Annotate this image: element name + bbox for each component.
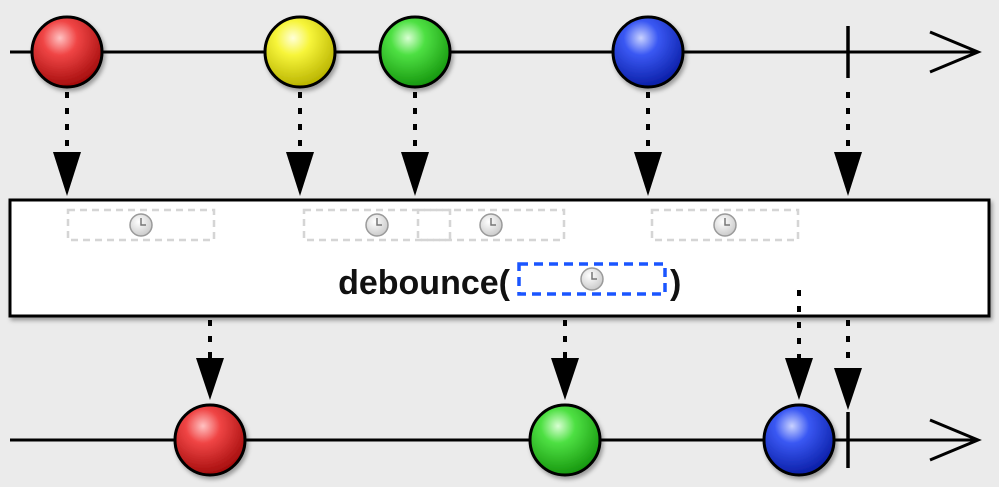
output-timeline-arrowhead <box>929 418 982 462</box>
input-arrow-completion <box>834 92 862 196</box>
input-arrow-red <box>53 92 81 196</box>
output-marble-blue <box>762 403 836 477</box>
clock-icon <box>479 213 503 237</box>
output-arrow-completion <box>834 320 862 410</box>
output-arrows <box>196 290 862 410</box>
operator-argument <box>517 262 667 296</box>
debounce-window-1 <box>66 208 216 242</box>
output-arrow-blue <box>785 290 813 400</box>
clock-icon <box>713 213 737 237</box>
input-timeline <box>10 15 982 89</box>
input-arrow-blue <box>634 92 662 196</box>
clock-icon <box>129 213 153 237</box>
output-marble-red <box>173 403 247 477</box>
output-marble-green <box>528 403 602 477</box>
debounce-window-3 <box>416 208 566 242</box>
operator-close-paren: ) <box>670 264 681 302</box>
operator-name: debounce( <box>338 264 511 302</box>
input-arrow-green <box>401 92 429 196</box>
input-marble-green <box>378 15 452 89</box>
input-arrows <box>53 92 862 196</box>
clock-icon <box>365 213 389 237</box>
input-timeline-arrowhead <box>929 30 982 74</box>
debounce-window-4 <box>650 208 800 242</box>
output-timeline <box>10 403 982 477</box>
input-marble-blue <box>611 15 685 89</box>
output-arrow-red <box>196 320 224 400</box>
input-marble-red <box>30 15 104 89</box>
debounce-window-2 <box>302 208 452 242</box>
input-arrow-yellow <box>286 92 314 196</box>
input-marble-yellow <box>263 15 337 89</box>
output-arrow-green <box>551 320 579 400</box>
clock-icon <box>580 267 604 291</box>
operator-box: debounce( ) <box>8 198 991 318</box>
